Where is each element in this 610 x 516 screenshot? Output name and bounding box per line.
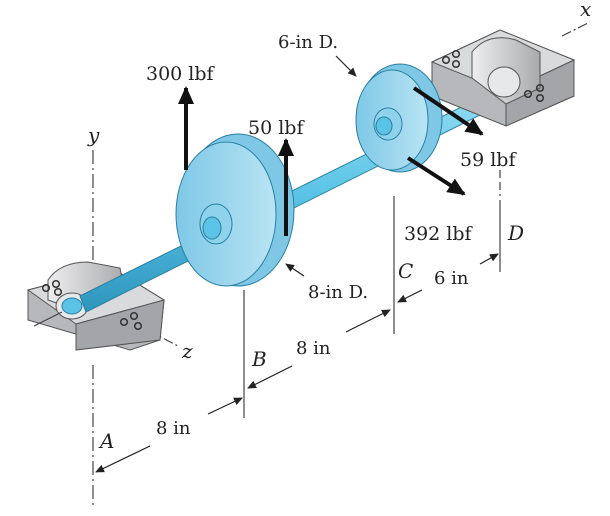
point-d-label: D [507,221,524,245]
dim-cd-arrow-left [397,289,423,303]
x-axis-line [561,21,591,37]
force-arrow-392 [406,156,466,196]
force-label-300: 300 lbf [146,63,216,85]
bearing-d [430,29,576,127]
force-arrows [178,86,484,236]
force-label-392: 392 lbf [404,223,474,245]
point-a-label: A [98,429,114,453]
gear-c [355,63,443,173]
force-arrow-59 [412,86,484,136]
point-b-label: B [251,347,267,371]
leader-6in-d [335,55,357,77]
force-label-59: 59 lbf [460,149,517,171]
gear-b-diameter-label: 8-in D. [308,282,368,303]
axis-y-label: y [87,123,100,147]
dimension-arrows [95,55,499,473]
dim-bc-arrow-left [247,365,293,389]
axis-x-label: x [580,0,591,21]
dim-bc-arrow-right [345,309,391,333]
force-label-50: 50 lbf [248,117,305,139]
dim-cd-arrow-right [479,253,499,265]
dim-bc-label: 8 in [296,338,331,359]
point-c-label: C [398,259,413,283]
axis-z-label: z [181,339,193,363]
dim-ab-arrow-right [207,397,243,415]
dim-ab-arrow-left [95,445,151,473]
dim-cd-label: 6 in [434,268,469,289]
gear-c-diameter-label: 6-in D. [278,32,338,53]
shaft-stub-a [33,311,63,327]
leader-8in-d [285,263,305,277]
dim-ab-label: 8 in [156,418,191,439]
gear-b [175,133,295,287]
